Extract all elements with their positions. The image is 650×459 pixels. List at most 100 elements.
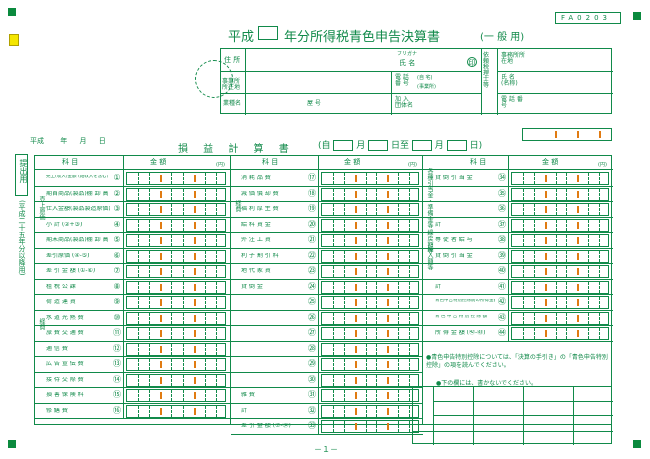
row-label: 福 利 厚 生 費 xyxy=(241,206,279,212)
amount-input[interactable] xyxy=(321,280,419,294)
amount-input[interactable] xyxy=(511,172,609,185)
amount-input[interactable] xyxy=(511,218,609,232)
amount-input[interactable] xyxy=(126,389,226,402)
amount-input[interactable] xyxy=(321,218,419,232)
amount-input[interactable] xyxy=(511,187,609,201)
amount-input[interactable] xyxy=(126,218,226,232)
digit-separator xyxy=(599,328,601,339)
reference-number-box[interactable] xyxy=(522,128,612,141)
digit-separator xyxy=(160,283,163,291)
amount-input[interactable] xyxy=(126,296,226,309)
digit-separator xyxy=(138,374,140,386)
amount-input[interactable] xyxy=(511,311,609,325)
amount-input[interactable] xyxy=(321,389,419,402)
amount-input[interactable] xyxy=(126,311,226,325)
row-number: ㉟ xyxy=(498,188,506,198)
digit-separator xyxy=(149,297,151,308)
amount-input[interactable] xyxy=(126,404,226,418)
amount-input[interactable] xyxy=(321,234,419,247)
row-label: 期末商品(製品)棚 卸 高 xyxy=(46,237,109,243)
digit-separator xyxy=(182,281,184,293)
row-label: 貸 倒 金 xyxy=(241,283,263,290)
digit-separator xyxy=(354,361,357,368)
amount-input[interactable] xyxy=(321,358,419,371)
digit-separator xyxy=(398,235,400,246)
row-label: 損 害 保 険 料 xyxy=(46,392,84,398)
digit-separator xyxy=(171,266,173,277)
digit-separator xyxy=(522,204,524,215)
digit-separator xyxy=(365,250,367,262)
digit-separator xyxy=(193,175,196,182)
digit-separator xyxy=(387,252,390,260)
digit-separator xyxy=(182,297,184,308)
digit-separator xyxy=(387,407,390,415)
amount-input[interactable] xyxy=(321,311,419,325)
amount-input[interactable] xyxy=(321,342,419,356)
amount-input[interactable] xyxy=(126,358,226,371)
row-number: ㉔ xyxy=(308,281,316,291)
do-not-write-note: ●下の欄には、書かないでください。 xyxy=(436,380,538,387)
amount-input[interactable] xyxy=(321,327,419,340)
amount-input[interactable] xyxy=(126,265,226,278)
period-to-day-box[interactable] xyxy=(446,140,467,151)
digit-separator xyxy=(149,374,151,386)
digit-separator xyxy=(215,250,217,262)
amount-input[interactable] xyxy=(321,265,419,278)
digit-separator xyxy=(409,250,411,262)
amount-input[interactable] xyxy=(126,327,226,340)
digit-separator xyxy=(354,268,357,275)
digit-separator xyxy=(577,252,580,260)
amount-input[interactable] xyxy=(126,249,226,263)
digit-separator xyxy=(409,297,411,308)
digit-separator xyxy=(365,297,367,308)
year-box[interactable] xyxy=(258,26,278,40)
amount-input[interactable] xyxy=(321,373,419,387)
period-to-month-box[interactable] xyxy=(411,140,432,151)
row-number: ⑫ xyxy=(113,343,121,353)
amount-input[interactable] xyxy=(511,234,609,247)
amount-input[interactable] xyxy=(126,234,226,247)
amount-input[interactable] xyxy=(126,280,226,294)
row-number: ㊲ xyxy=(498,219,506,229)
amount-input[interactable] xyxy=(511,296,609,309)
digit-separator xyxy=(138,359,140,370)
amount-input[interactable] xyxy=(511,327,609,340)
period-from-day-box[interactable] xyxy=(368,140,389,151)
table-row: ㉕ xyxy=(231,295,423,311)
digit-separator xyxy=(522,328,524,339)
digit-separator xyxy=(522,297,524,308)
amount-input[interactable] xyxy=(511,280,609,294)
digit-separator xyxy=(332,312,334,324)
amount-input[interactable] xyxy=(126,203,226,216)
amount-input[interactable] xyxy=(321,249,419,263)
amount-input[interactable] xyxy=(126,373,226,387)
digit-separator xyxy=(343,343,345,355)
digit-separator xyxy=(171,235,173,246)
group-label-reserve-set: 繰入額等 xyxy=(426,246,433,270)
amount-input[interactable] xyxy=(511,265,609,278)
digit-separator xyxy=(544,330,547,337)
digit-separator xyxy=(138,328,140,339)
amount-input[interactable] xyxy=(321,404,419,418)
digit-separator xyxy=(577,237,580,244)
digit-separator xyxy=(354,252,357,260)
row-label: 荷 造 運 賃 xyxy=(46,299,76,305)
amount-input[interactable] xyxy=(321,420,419,433)
amount-input[interactable] xyxy=(511,203,609,216)
amount-input[interactable] xyxy=(321,172,419,185)
amount-input[interactable] xyxy=(511,249,609,263)
amount-input[interactable] xyxy=(126,172,226,185)
note-icon[interactable] xyxy=(9,34,19,46)
amount-input[interactable] xyxy=(321,296,419,309)
row-number: ㊸ xyxy=(498,312,506,322)
digit-separator xyxy=(599,297,601,308)
amount-input[interactable] xyxy=(321,203,419,216)
period-from-month-box[interactable] xyxy=(333,140,354,151)
amount-input[interactable] xyxy=(126,342,226,356)
amount-input[interactable] xyxy=(126,187,226,201)
amount-input[interactable] xyxy=(321,187,419,201)
